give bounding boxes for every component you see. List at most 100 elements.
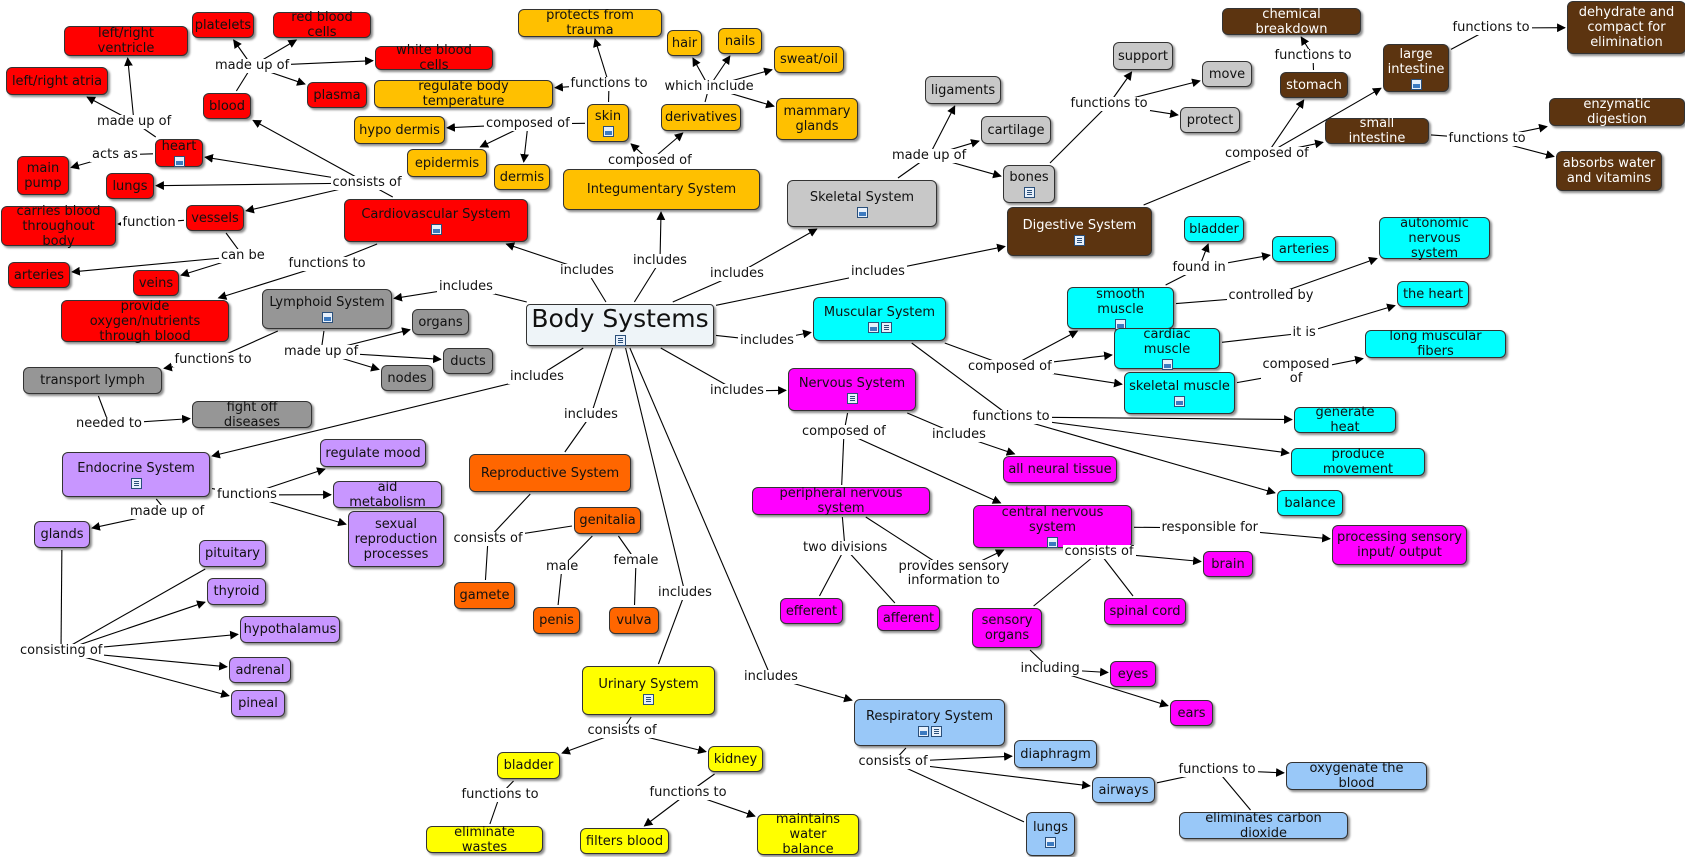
concept-node-carries[interactable]: carries blood throughout body: [1, 204, 116, 249]
concept-node-enzym[interactable]: enzymatic digestion: [1549, 97, 1685, 127]
concept-node-oxygenate[interactable]: oxygenate the blood: [1286, 761, 1427, 791]
concept-node-provide[interactable]: provide oxygen/nutrients through blood: [61, 299, 229, 344]
concept-node-procsens[interactable]: processing sensory input/ output: [1332, 525, 1467, 565]
concept-node-deriv[interactable]: derivatives: [661, 104, 741, 131]
concept-node-airways[interactable]: airways: [1092, 777, 1155, 803]
concept-node-lungs_b[interactable]: lungs: [1026, 812, 1075, 856]
concept-node-lungs_r[interactable]: lungs: [106, 173, 154, 199]
concept-node-theheart[interactable]: the heart: [1397, 281, 1469, 307]
concept-node-vulva[interactable]: vulva: [609, 607, 659, 634]
concept-node-lv[interactable]: left/right ventricle: [64, 26, 188, 56]
image-resource-icon[interactable]: [173, 156, 185, 167]
concept-node-skelmus[interactable]: skeletal muscle: [1124, 372, 1235, 414]
concept-node-la[interactable]: left/right atria: [6, 67, 108, 95]
concept-node-bladder_u[interactable]: bladder: [497, 752, 560, 779]
concept-node-skeletal[interactable]: Skeletal System: [787, 180, 937, 227]
concept-node-cartilage[interactable]: cartilage: [981, 116, 1051, 144]
image-resource-icon[interactable]: [321, 312, 333, 323]
concept-node-rbc[interactable]: red blood cells: [273, 10, 371, 40]
concept-node-cardio[interactable]: Cardiovascular System: [344, 199, 528, 242]
concept-node-eyes[interactable]: eyes: [1110, 661, 1156, 687]
concept-node-plasma[interactable]: plasma: [307, 82, 367, 108]
concept-node-metab[interactable]: aid metabolism: [333, 480, 442, 510]
concept-node-wbc[interactable]: white blood cells: [375, 43, 493, 73]
document-resource-icon[interactable]: [614, 334, 626, 346]
document-resource-icon[interactable]: [880, 322, 892, 333]
image-resource-icon[interactable]: [867, 322, 879, 333]
concept-node-arteries_c[interactable]: arteries: [1272, 236, 1336, 262]
concept-node-sensory[interactable]: sensory organs: [972, 608, 1042, 648]
image-resource-icon[interactable]: [1174, 396, 1185, 407]
concept-node-cardiac[interactable]: cardiac muscle: [1114, 327, 1220, 370]
concept-node-skin[interactable]: skin: [587, 104, 629, 142]
image-resource-icon[interactable]: [856, 206, 868, 218]
concept-node-vessels[interactable]: vessels: [186, 205, 244, 231]
image-resource-icon[interactable]: [1045, 837, 1056, 848]
concept-node-muscular[interactable]: Muscular System: [813, 297, 946, 341]
image-resource-icon[interactable]: [1161, 359, 1173, 370]
concept-node-mainpump[interactable]: main pump: [17, 156, 69, 195]
concept-node-hair[interactable]: hair: [667, 30, 702, 56]
concept-node-urinary[interactable]: Urinary System: [582, 666, 715, 715]
concept-node-pituitary[interactable]: pituitary: [199, 540, 266, 567]
concept-node-sweat[interactable]: sweat/oil: [774, 46, 844, 73]
concept-node-nails[interactable]: nails: [718, 28, 762, 54]
concept-node-autonomic[interactable]: autonomic nervous system: [1379, 216, 1490, 261]
concept-node-dermis[interactable]: dermis: [494, 164, 550, 190]
concept-node-diaphragm[interactable]: diaphragm: [1014, 740, 1097, 768]
image-resource-icon[interactable]: [917, 725, 929, 737]
concept-node-veins[interactable]: veins: [133, 270, 179, 296]
concept-node-pineal[interactable]: pineal: [231, 690, 285, 717]
concept-node-penis[interactable]: penis: [533, 607, 580, 634]
concept-node-cns[interactable]: central nervous system: [973, 505, 1132, 548]
concept-node-lymph[interactable]: Lymphoid System: [262, 289, 392, 329]
concept-node-digest[interactable]: Digestive System: [1007, 207, 1152, 256]
concept-node-prodmove[interactable]: produce movement: [1291, 447, 1425, 477]
concept-node-dehydrate[interactable]: dehydrate and compact for elimination: [1567, 1, 1685, 54]
concept-node-transport[interactable]: transport lymph: [23, 367, 162, 394]
concept-node-organs[interactable]: organs: [412, 309, 469, 335]
concept-node-brain[interactable]: brain: [1203, 551, 1253, 577]
concept-node-genheat[interactable]: generate heat: [1294, 405, 1396, 435]
concept-node-adrenal[interactable]: adrenal: [229, 657, 291, 683]
concept-node-longfib[interactable]: long muscular fibers: [1365, 329, 1506, 359]
document-resource-icon[interactable]: [130, 477, 142, 489]
concept-node-waterbal[interactable]: maintains water balance: [757, 812, 859, 857]
concept-node-stomach[interactable]: stomach: [1280, 72, 1348, 98]
concept-node-protect[interactable]: protect: [1180, 107, 1240, 133]
concept-node-balance[interactable]: balance: [1277, 490, 1343, 516]
concept-node-elimco2[interactable]: eliminates carbon dioxide: [1179, 811, 1348, 841]
concept-node-glands[interactable]: glands: [34, 521, 90, 548]
concept-node-elimwaste[interactable]: eliminate wastes: [426, 825, 543, 855]
concept-node-move[interactable]: move: [1202, 61, 1252, 87]
concept-node-afferent[interactable]: afferent: [877, 605, 940, 631]
concept-node-nodes[interactable]: nodes: [381, 365, 433, 391]
concept-node-integ[interactable]: Integumentary System: [563, 169, 760, 210]
concept-node-hypo[interactable]: hypo dermis: [354, 116, 445, 144]
concept-node-blood[interactable]: blood: [203, 93, 251, 119]
concept-node-smallint[interactable]: small intestine: [1325, 116, 1429, 146]
concept-node-resp[interactable]: Respiratory System: [854, 699, 1005, 746]
concept-node-gamete[interactable]: gamete: [454, 582, 515, 609]
concept-node-smooth[interactable]: smooth muscle: [1067, 287, 1174, 330]
concept-node-root[interactable]: Body Systems: [526, 304, 714, 346]
concept-node-pns[interactable]: peripheral nervous system: [752, 486, 930, 516]
document-resource-icon[interactable]: [1023, 187, 1035, 198]
concept-node-efferent[interactable]: efferent: [780, 598, 843, 624]
concept-node-fight[interactable]: fight off diseases: [192, 400, 312, 430]
concept-node-mood[interactable]: regulate mood: [320, 439, 426, 467]
concept-node-chembreak[interactable]: chemical breakdown: [1222, 7, 1361, 37]
concept-node-ducts[interactable]: ducts: [443, 348, 493, 374]
document-resource-icon[interactable]: [846, 392, 858, 404]
image-resource-icon[interactable]: [1410, 78, 1422, 90]
concept-node-support[interactable]: support: [1113, 42, 1173, 70]
concept-node-hypothal[interactable]: hypothalamus: [240, 616, 340, 643]
concept-node-temp[interactable]: regulate body temperature: [374, 79, 553, 109]
concept-node-epi[interactable]: epidermis: [407, 149, 487, 177]
concept-node-endo[interactable]: Endocrine System: [62, 452, 210, 497]
concept-node-nervous[interactable]: Nervous System: [788, 368, 916, 411]
concept-node-largeint[interactable]: large intestine: [1383, 44, 1449, 92]
document-resource-icon[interactable]: [1074, 234, 1085, 246]
concept-node-kidney[interactable]: kidney: [708, 746, 763, 772]
concept-node-sexual[interactable]: sexual reproduction processes: [348, 511, 444, 567]
